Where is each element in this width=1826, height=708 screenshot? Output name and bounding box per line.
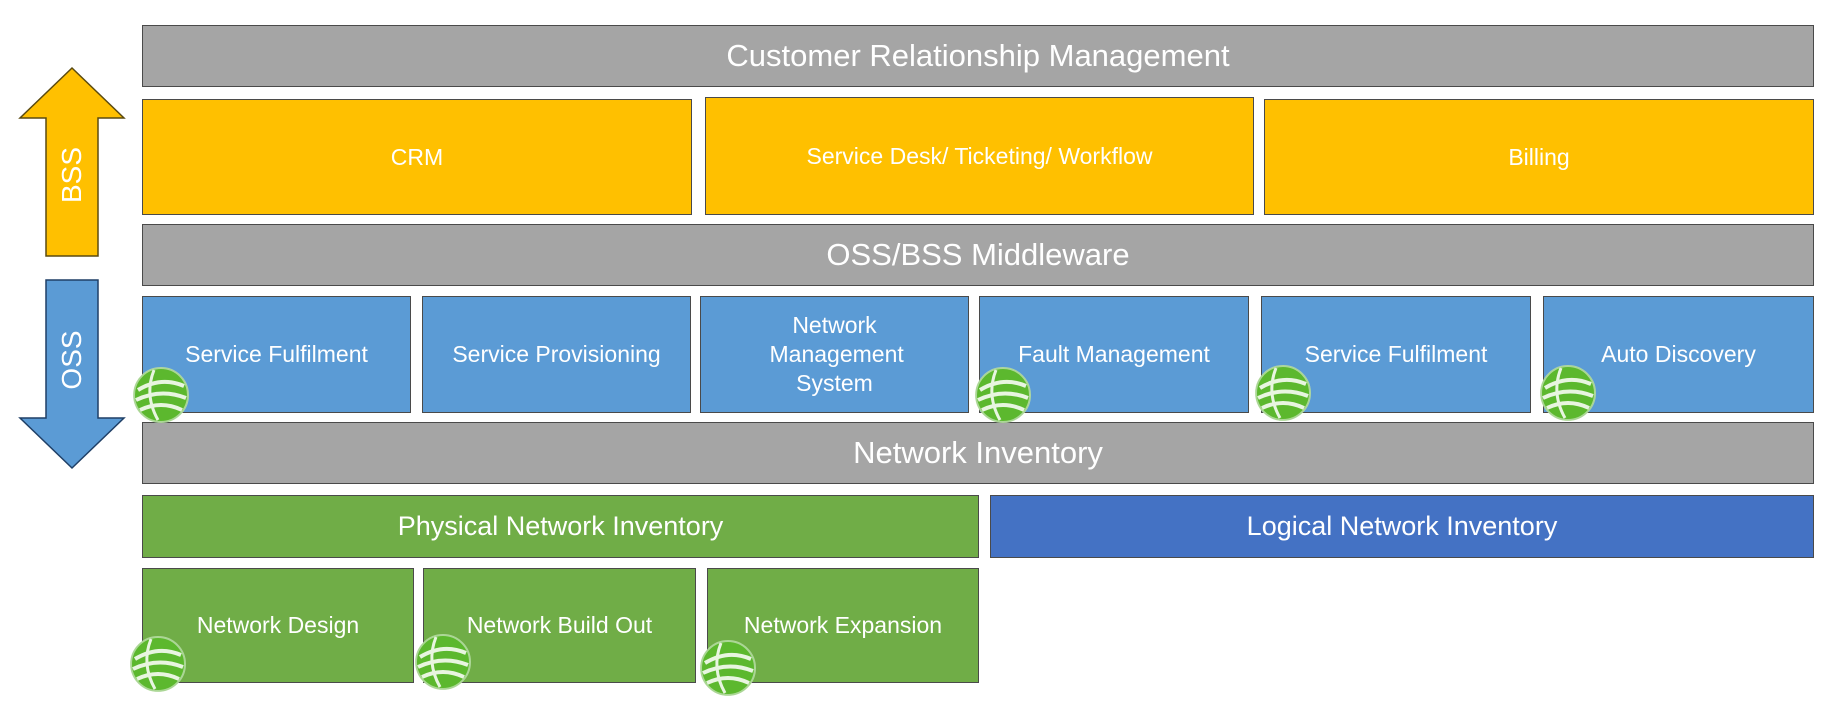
crm-layer-label: Customer Relationship Management	[726, 37, 1230, 73]
crm-block: CRM	[142, 99, 692, 215]
fault-management-label: Fault Management	[1018, 341, 1210, 368]
bss-up-arrow	[18, 66, 126, 257]
network-management-block: Network Management System	[700, 296, 969, 413]
globe-logo-icon	[1252, 362, 1314, 424]
billing-block-label: Billing	[1508, 143, 1570, 170]
service-fulfilment-label-2: Service Fulfilment	[1304, 341, 1488, 368]
service-provisioning-block: Service Provisioning	[422, 296, 691, 413]
network-build-out-label: Network Build Out	[466, 612, 653, 639]
globe-logo-icon	[697, 637, 759, 699]
physical-inventory-label: Physical Network Inventory	[397, 510, 724, 541]
network-design-label: Network Design	[196, 612, 360, 639]
auto-discovery-label: Auto Discovery	[1601, 341, 1756, 368]
globe-logo-icon	[972, 364, 1034, 426]
service-fulfilment-label-1: Service Fulfilment	[185, 341, 368, 368]
globe-logo-icon	[412, 631, 474, 693]
globe-logo-icon	[1537, 362, 1599, 424]
crm-layer: Customer Relationship Management	[142, 25, 1814, 87]
oss-label: OSS	[56, 330, 87, 390]
middleware-layer-label: OSS/BSS Middleware	[826, 236, 1130, 272]
network-expansion-block: Network Expansion	[707, 568, 979, 683]
network-management-label: Network Management System	[769, 312, 904, 396]
crm-block-label: CRM	[390, 143, 444, 170]
service-desk-block-label: Service Desk/ Ticketing/ Workflow	[806, 142, 1153, 169]
bss-label: BSS	[56, 146, 87, 204]
network-inventory-layer: Network Inventory	[142, 422, 1814, 484]
logical-inventory-label: Logical Network Inventory	[1246, 510, 1558, 541]
service-provisioning-label: Service Provisioning	[452, 341, 661, 368]
logical-inventory-block: Logical Network Inventory	[990, 495, 1814, 558]
network-design-block: Network Design	[142, 568, 414, 683]
middleware-layer: OSS/BSS Middleware	[142, 224, 1814, 286]
globe-logo-icon	[127, 633, 189, 695]
network-inventory-label: Network Inventory	[853, 434, 1103, 470]
network-expansion-label: Network Expansion	[743, 612, 943, 639]
service-desk-block: Service Desk/ Ticketing/ Workflow	[705, 97, 1254, 215]
billing-block: Billing	[1264, 99, 1814, 215]
globe-logo-icon	[130, 364, 192, 426]
physical-inventory-block: Physical Network Inventory	[142, 495, 979, 558]
oss-down-arrow	[18, 279, 126, 470]
